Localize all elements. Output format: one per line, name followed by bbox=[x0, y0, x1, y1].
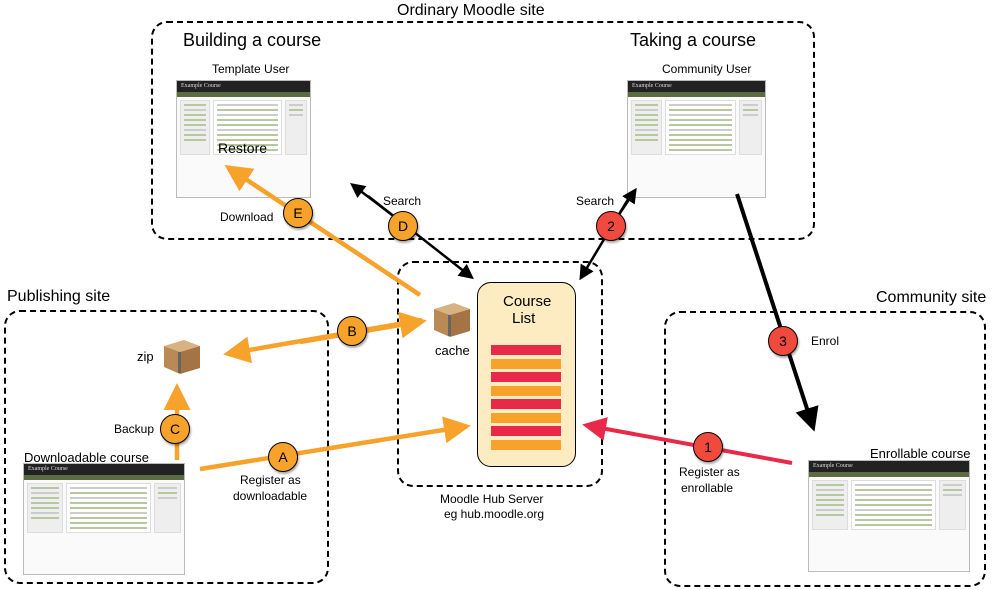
hub-caption-1: Moodle Hub Server bbox=[440, 492, 544, 506]
course-title: Example Course bbox=[628, 81, 765, 92]
course-title: Example Course bbox=[177, 81, 310, 92]
step-badge-C: C bbox=[160, 414, 190, 444]
downloadable-course-label: Downloadable course bbox=[24, 450, 150, 465]
course-list-entry bbox=[491, 412, 561, 423]
course-list-entry bbox=[491, 399, 561, 409]
step-badge-A: A bbox=[268, 442, 298, 472]
course-title: Example Course bbox=[24, 464, 184, 475]
step-label-A-1: Register as bbox=[240, 473, 301, 487]
course-list-entry bbox=[491, 439, 561, 450]
step-badge-2: 2 bbox=[596, 211, 626, 241]
downloadable-course-screenshot: Example Course bbox=[23, 463, 185, 575]
community-user-course-screenshot: Example Course bbox=[627, 80, 766, 198]
cache-package-icon bbox=[434, 303, 470, 337]
step-label-1-1: Register as bbox=[679, 465, 740, 479]
enrollable-course-label: Enrollable course bbox=[870, 446, 971, 461]
course-list-title-2: List bbox=[512, 310, 536, 327]
building-course-heading: Building a course bbox=[183, 30, 322, 50]
step-badge-1: 1 bbox=[693, 432, 723, 462]
taking-course-heading: Taking a course bbox=[630, 30, 757, 50]
course-list-entry bbox=[491, 345, 561, 355]
step-label-1-2: enrollable bbox=[681, 481, 734, 495]
navbar bbox=[809, 472, 969, 477]
course-list-entry bbox=[491, 372, 561, 382]
step-badge-3: 3 bbox=[768, 326, 798, 356]
cache-label: cache bbox=[435, 343, 470, 358]
step-label-E: Download bbox=[220, 210, 274, 224]
step-badge-D: D bbox=[388, 211, 418, 241]
step-label-3: Enrol bbox=[811, 334, 840, 348]
navbar bbox=[628, 92, 765, 97]
restore-label: Restore bbox=[218, 140, 268, 156]
step-label-A-2: downloadable bbox=[233, 489, 308, 503]
course-list-entry bbox=[491, 426, 561, 436]
ordinary-moodle-site-region bbox=[151, 21, 815, 240]
community-site-title: Community site bbox=[876, 289, 987, 306]
community-user-label: Community User bbox=[662, 62, 752, 76]
step-label-2: Search bbox=[576, 194, 615, 208]
publishing-site-title: Publishing site bbox=[7, 288, 111, 305]
navbar bbox=[24, 475, 184, 480]
course-title: Example Course bbox=[809, 461, 969, 472]
enrollable-course-screenshot: Example Course bbox=[808, 460, 970, 572]
hub-server-region bbox=[397, 261, 603, 487]
step-badge-B: B bbox=[337, 316, 367, 346]
course-list-entry bbox=[491, 358, 561, 369]
zip-package-icon bbox=[164, 340, 200, 374]
step-badge-E: E bbox=[283, 198, 313, 228]
template-user-course-screenshot: Example Course bbox=[176, 80, 311, 198]
navbar bbox=[177, 92, 310, 97]
course-list-entry bbox=[491, 385, 561, 396]
hub-caption-2: eg hub.moodle.org bbox=[444, 507, 545, 521]
template-user-label: Template User bbox=[212, 62, 290, 76]
zip-label: zip bbox=[137, 349, 154, 364]
ordinary-site-title: Ordinary Moodle site bbox=[397, 2, 545, 19]
step-label-C: Backup bbox=[114, 422, 155, 436]
step-label-D: Search bbox=[383, 194, 422, 208]
course-list-title-1: Course bbox=[503, 293, 552, 310]
